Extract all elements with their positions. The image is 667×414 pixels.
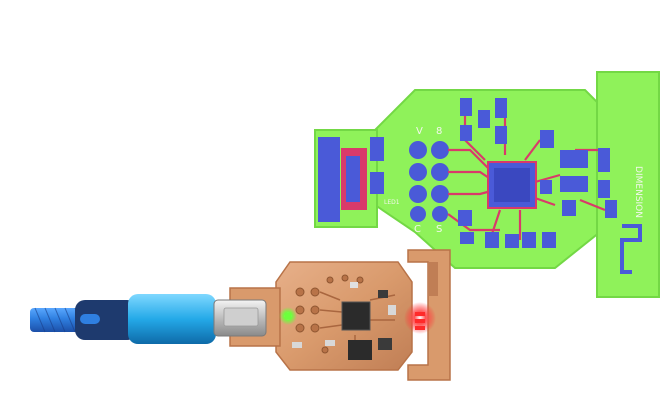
silkscreen-label-3: C	[414, 224, 421, 235]
antenna-trace	[620, 224, 642, 274]
green-led-indicator	[279, 307, 297, 325]
red-led-indicators	[404, 302, 436, 334]
silkscreen-label-1: V	[416, 126, 423, 137]
silkscreen-label-4: S	[436, 224, 442, 235]
usb-connector-housing	[128, 294, 216, 344]
smd-components	[458, 98, 617, 248]
silkscreen-label-2: 8	[436, 126, 442, 137]
silkscreen-brand: DIMENSION	[633, 166, 643, 218]
copper-vias	[295, 274, 364, 354]
silkscreen-label-5: LED1	[384, 199, 400, 206]
usb-cable	[30, 294, 267, 344]
copper-pcb-board	[229, 249, 451, 381]
copper-smd-components	[292, 282, 396, 360]
copper-main-ic	[341, 301, 371, 331]
header-pads	[409, 141, 449, 222]
green-pcb-board: DIMENSION V 8 C S LED1	[314, 71, 660, 298]
